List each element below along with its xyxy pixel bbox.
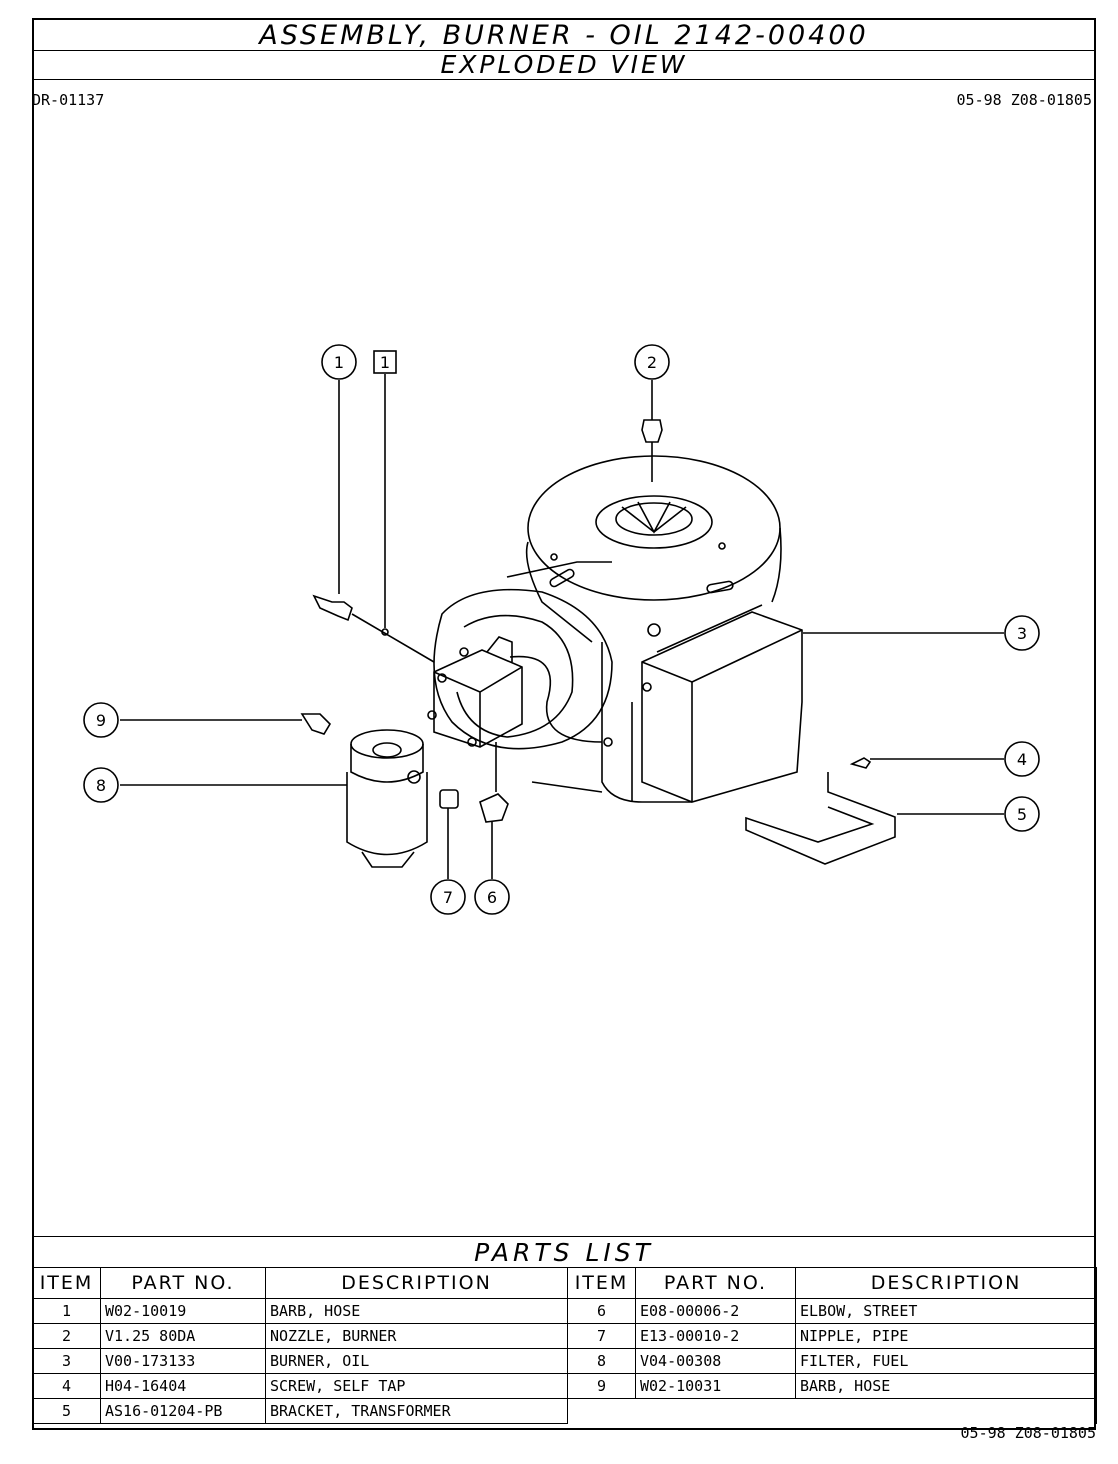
col-part-no: PART NO.	[635, 1267, 796, 1299]
desc-cell: SCREW, SELF TAP	[265, 1373, 568, 1399]
callout-3-label: 3	[1017, 624, 1027, 643]
callout-4-label: 4	[1017, 750, 1027, 769]
callout-1: 1	[321, 344, 357, 380]
item-cell: 5	[32, 1398, 101, 1424]
col-item: ITEM	[32, 1267, 101, 1299]
item-cell: 8	[567, 1348, 636, 1374]
callout-9-label: 9	[96, 711, 106, 730]
desc-cell: FILTER, FUEL	[795, 1348, 1097, 1374]
desc-cell: NIPPLE, PIPE	[795, 1323, 1097, 1349]
callout-6-label: 6	[487, 888, 497, 907]
barb-hose-part-1	[312, 594, 435, 663]
part-cell: AS16-01204-PB	[100, 1398, 266, 1424]
drawing-number: DR-01137	[32, 91, 105, 109]
drawing-sheet: ASSEMBLY, BURNER - OIL 2142-00400 EXPLOD…	[32, 18, 1097, 1430]
note-part	[381, 628, 389, 636]
revision-label: 05-98 Z08-01805	[956, 91, 1092, 109]
pipe-nipple-part	[439, 789, 459, 809]
footer-revision-label: 05-98 Z08-01805	[960, 1424, 1096, 1442]
col-description: DESCRIPTION	[265, 1267, 568, 1299]
callout-7-label: 7	[443, 888, 453, 907]
desc-cell: BURNER, OIL	[265, 1348, 568, 1374]
callout-8: 8	[83, 767, 119, 803]
nozzle-part	[641, 419, 663, 482]
burner-oil-body	[427, 455, 803, 803]
part-cell: E13-00010-2	[635, 1323, 796, 1349]
callout-2-label: 2	[647, 353, 657, 372]
parts-list: PARTS LIST ITEM PART NO. DESCRIPTION ITE…	[32, 1236, 1097, 1430]
item-cell: 6	[567, 1298, 636, 1324]
parts-table: ITEM PART NO. DESCRIPTION ITEM PART NO. …	[32, 1267, 1097, 1424]
table-row: 4 H04-16404 SCREW, SELF TAP 9 W02-10031 …	[32, 1373, 1097, 1399]
table-row: 1 W02-10019 BARB, HOSE 6 E08-00006-2 ELB…	[32, 1298, 1097, 1324]
table-row: 2 V1.25 80DA NOZZLE, BURNER 7 E13-00010-…	[32, 1323, 1097, 1349]
callout-7: 7	[430, 879, 466, 915]
item-cell: 2	[32, 1323, 101, 1349]
item-cell: 4	[32, 1373, 101, 1399]
table-row: 5 AS16-01204-PB BRACKET, TRANSFORMER	[32, 1398, 1097, 1424]
parts-list-title: PARTS LIST	[34, 1236, 1094, 1267]
self-tap-screw-part	[849, 757, 872, 769]
empty-cell	[567, 1398, 1097, 1424]
item-cell: 1	[32, 1298, 101, 1324]
callout-4: 4	[1004, 741, 1040, 777]
callout-2: 2	[634, 344, 670, 380]
part-cell: V1.25 80DA	[100, 1323, 266, 1349]
transformer-bracket-part	[745, 772, 896, 865]
desc-cell: BARB, HOSE	[265, 1298, 568, 1324]
street-elbow-part	[479, 793, 509, 823]
part-cell: V04-00308	[635, 1348, 796, 1374]
note-flag-1: 1	[373, 350, 397, 374]
barb-hose-part-9	[300, 713, 332, 735]
desc-cell: BARB, HOSE	[795, 1373, 1097, 1399]
col-description: DESCRIPTION	[795, 1267, 1097, 1299]
drawing-subtitle: EXPLODED VIEW	[34, 51, 1094, 80]
part-cell: W02-10019	[100, 1298, 266, 1324]
desc-cell: BRACKET, TRANSFORMER	[265, 1398, 568, 1424]
callout-9: 9	[83, 702, 119, 738]
exploded-view-drawing: 1 2 3 4 5 6 7 8 9 1	[83, 344, 1040, 915]
part-cell: E08-00006-2	[635, 1298, 796, 1324]
parts-table-header: ITEM PART NO. DESCRIPTION ITEM PART NO. …	[32, 1267, 1097, 1299]
item-cell: 7	[567, 1323, 636, 1349]
item-cell: 3	[32, 1348, 101, 1374]
callout-3: 3	[1004, 615, 1040, 651]
drawing-title: ASSEMBLY, BURNER - OIL 2142-00400	[34, 20, 1094, 51]
part-cell: H04-16404	[100, 1373, 266, 1399]
callouts: 1 2 3 4 5 6 7 8 9 1	[83, 344, 1040, 915]
note-flag-label: 1	[380, 353, 390, 372]
part-cell: W02-10031	[635, 1373, 796, 1399]
callout-6: 6	[474, 879, 510, 915]
table-row: 3 V00-173133 BURNER, OIL 8 V04-00308 FIL…	[32, 1348, 1097, 1374]
callout-8-label: 8	[96, 776, 106, 795]
callout-5-label: 5	[1017, 805, 1027, 824]
callout-1-label: 1	[334, 353, 344, 372]
item-cell: 9	[567, 1373, 636, 1399]
col-part-no: PART NO.	[100, 1267, 266, 1299]
fuel-filter-part	[346, 729, 428, 868]
part-cell: V00-173133	[100, 1348, 266, 1374]
desc-cell: ELBOW, STREET	[795, 1298, 1097, 1324]
desc-cell: NOZZLE, BURNER	[265, 1323, 568, 1349]
col-item: ITEM	[567, 1267, 636, 1299]
callout-5: 5	[1004, 796, 1040, 832]
